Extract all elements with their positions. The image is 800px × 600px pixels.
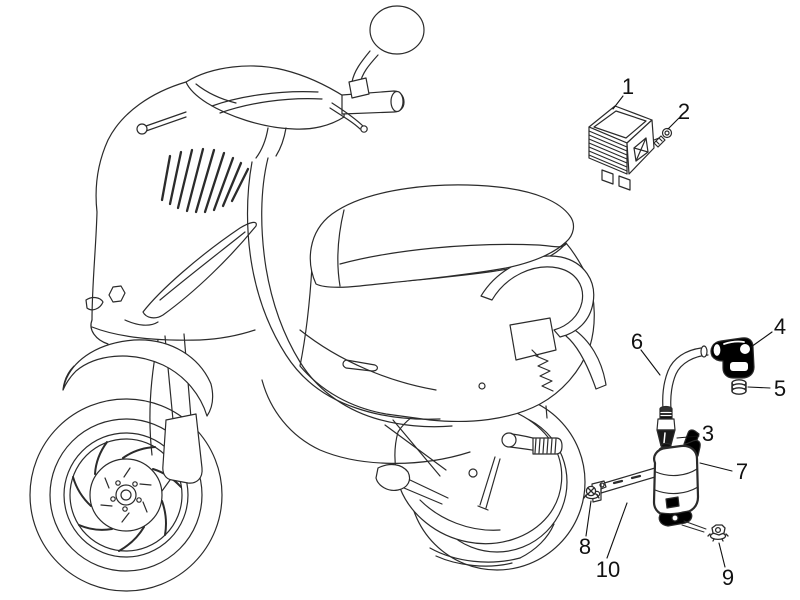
callout-8: 8 xyxy=(578,534,592,559)
part-screw-8 xyxy=(584,486,599,498)
vent-grille xyxy=(162,149,248,212)
callout-7: 7 xyxy=(735,459,749,484)
scooter-illustration xyxy=(30,6,606,591)
callout-5: 5 xyxy=(773,376,787,401)
grab-rail xyxy=(481,256,594,337)
callout-10: 10 xyxy=(595,557,621,582)
part-bracket xyxy=(592,468,655,502)
leader-10 xyxy=(607,503,627,558)
leader-1 xyxy=(613,96,623,109)
part-ht-cable xyxy=(663,346,708,409)
leader-6 xyxy=(641,350,660,375)
callout-1: 1 xyxy=(621,74,635,99)
brake-lever xyxy=(332,103,364,127)
emblem-hexagon xyxy=(109,286,125,302)
part-screw-2 xyxy=(654,129,672,148)
shock-absorber xyxy=(510,318,556,418)
part-ignition-coil xyxy=(654,430,706,532)
front-apron xyxy=(86,82,470,463)
callout-3: 3 xyxy=(701,421,715,446)
leader-9 xyxy=(719,543,725,567)
leader-7 xyxy=(700,463,732,471)
part-seal xyxy=(732,380,746,394)
part-spark-plug-cap xyxy=(711,338,754,378)
part-nut-9 xyxy=(708,525,728,541)
seat xyxy=(310,185,573,287)
part-voltage-regulator xyxy=(589,106,659,190)
engine-cover xyxy=(376,401,562,566)
leader-2 xyxy=(668,118,679,129)
leader-5 xyxy=(748,387,770,388)
leader-8 xyxy=(586,501,591,536)
leader-3 xyxy=(677,436,699,438)
leader-lines xyxy=(586,96,772,567)
handlebar-console xyxy=(137,66,345,158)
brake-disc xyxy=(90,459,162,531)
callout-9: 9 xyxy=(721,565,735,590)
callout-4: 4 xyxy=(773,314,787,339)
mirror xyxy=(349,6,424,98)
callout-6: 6 xyxy=(630,329,644,354)
rear-mudflap xyxy=(566,328,606,389)
callout-2: 2 xyxy=(677,99,691,124)
part-cable-terminal xyxy=(657,407,675,448)
front-mudguard xyxy=(63,340,213,416)
leader-4 xyxy=(751,332,772,347)
